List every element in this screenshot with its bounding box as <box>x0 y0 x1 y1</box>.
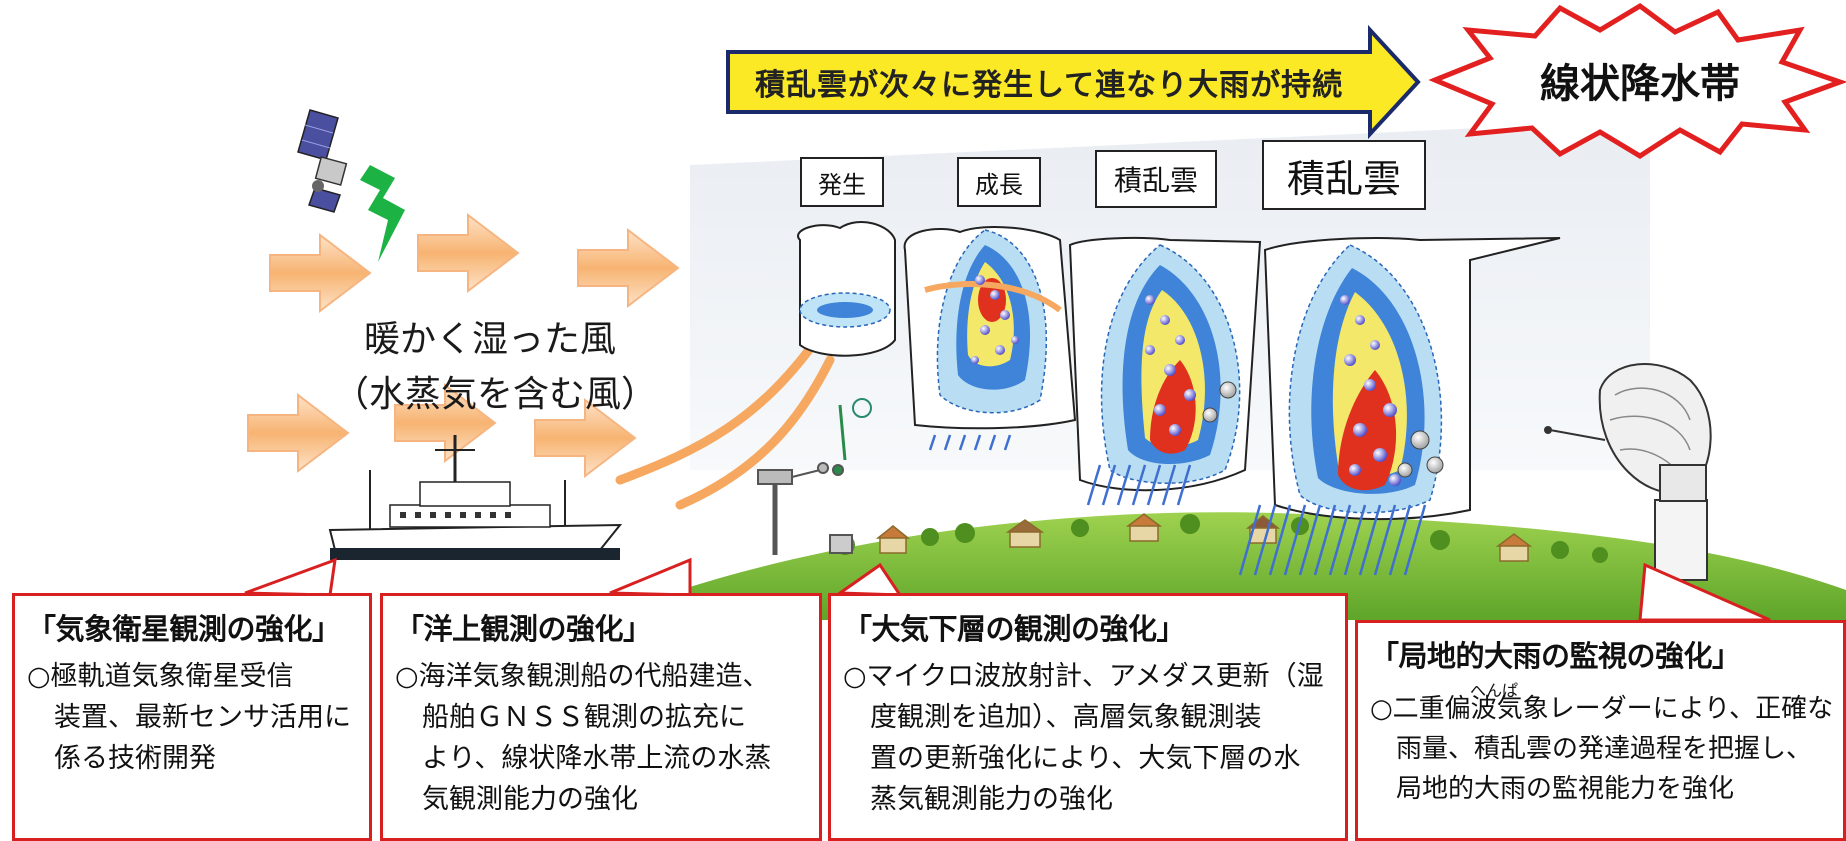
callout-title: 「洋上観測の強化」 <box>395 612 652 646</box>
starburst <box>1428 2 1846 159</box>
moisture-flow-arrows <box>615 330 835 510</box>
callout-title: 「気象衛星観測の強化」 <box>27 612 341 646</box>
wind-label-line1: 暖かく湿った風 <box>363 319 616 360</box>
satellite-icon <box>297 109 348 213</box>
wind-arrows <box>247 212 680 479</box>
stage-label-genesis: 発生 <box>800 157 884 207</box>
cloud-stage-2 <box>903 225 1077 430</box>
banner-title: 積乱雲が次々に発生して連なり大雨が持続 <box>755 68 1344 103</box>
wind-label-line2: （水蒸気を含む風） <box>332 374 657 415</box>
callout-pointers <box>244 557 1771 622</box>
cloud-stage-3 <box>1068 236 1262 492</box>
callout-ocean: 「洋上観測の強化」 ○海洋気象観測船の代船建造、 船舶ＧＮＳＳ観測の拡充に より… <box>380 593 822 841</box>
callout-lower-atmosphere: 「大気下層の観測の強化」 ○マイクロ波放射計、アメダス更新（湿 度観測を追加）、… <box>828 593 1348 841</box>
cloud-stage-1 <box>797 221 896 357</box>
ship-icon <box>328 435 623 560</box>
callout-title: 「局地的大雨の監視の強化」 <box>1370 639 1741 673</box>
callout-body: ○二重偏波気象レーダーにより、正確な 雨量、積乱雲の発達過程を把握し、 局地的大… <box>1370 694 1834 804</box>
lightning-icon <box>360 165 405 262</box>
stage-label-growth: 成長 <box>957 157 1041 207</box>
callout-body: ○マイクロ波放射計、アメダス更新（湿 度観測を追加）、高層気象観測装 置の更新強… <box>843 661 1324 815</box>
ruby-reading: へんぱ <box>1470 681 1519 700</box>
banner-arrow <box>726 24 1421 140</box>
stage-label-cumulonimbus: 積乱雲 <box>1095 150 1217 208</box>
callout-body: ○極軌道気象衛星受信 装置、最新センサ活用に 係る技術開発 <box>27 661 351 774</box>
hail-particles <box>1202 381 1444 478</box>
callout-title: 「大気下層の観測の強化」 <box>843 612 1186 646</box>
radar-dish-icon <box>1544 363 1712 581</box>
stage-label-cumulonimbus-mature: 積乱雲 <box>1262 140 1426 210</box>
callout-satellite: 「気象衛星観測の強化」 ○極軌道気象衛星受信 装置、最新センサ活用に 係る技術開… <box>12 593 372 841</box>
precip-particles <box>971 275 1401 486</box>
weather-station-icon <box>757 398 872 555</box>
callout-body: ○海洋気象観測船の代船建造、 船舶ＧＮＳＳ観測の拡充に より、線状降水帯上流の水… <box>395 661 772 815</box>
callout-radar: 「局地的大雨の監視の強化」 へんぱ ○二重偏波気象レーダーにより、正確な 雨量、… <box>1355 620 1846 841</box>
rain-streaks <box>928 434 1427 576</box>
linear-rainband-label: 線状降水帯 <box>1540 61 1740 107</box>
